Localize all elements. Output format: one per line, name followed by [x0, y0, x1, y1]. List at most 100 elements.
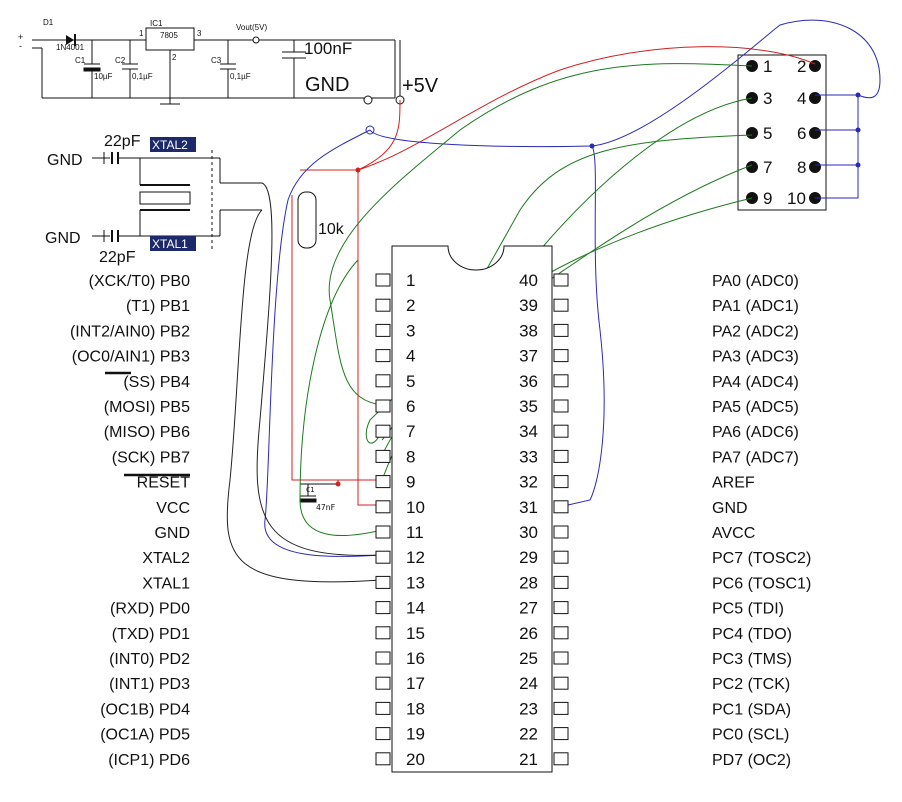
chip-left-pin-pad	[375, 374, 391, 388]
chip-left-pin-number: 15	[406, 624, 425, 643]
isp-header-pin-number: 3	[763, 89, 772, 108]
chip-left-pin-pad	[375, 727, 391, 741]
chip-right-signal-label: PC3 (TMS)	[712, 651, 792, 668]
chip-right-pin-pad	[553, 525, 569, 539]
diode-part-label: 1N4001	[56, 43, 85, 52]
chip-left-pin-number: 16	[406, 649, 425, 668]
chip-left-pin-pad	[375, 651, 391, 665]
diode-d1	[66, 34, 76, 46]
chip-right-signal-label: PD7 (OC2)	[712, 752, 791, 769]
chip-left-pin-number: 18	[406, 699, 425, 718]
chip-left-pin-pad	[375, 500, 391, 514]
wire-red-5v-to-header	[357, 46, 816, 171]
wire-green-gnd	[299, 259, 383, 537]
chip-left-pin-pad	[375, 298, 391, 312]
ic1-ref-label: IC1	[150, 19, 163, 28]
chip-left-pin-pad	[375, 676, 391, 690]
chip-right-signal-label: PC0 (SCL)	[712, 727, 789, 744]
isp-header-pin-number: 8	[797, 158, 806, 177]
chip-left-signal-label: (INT1) PD3	[109, 676, 190, 693]
chip-left-pin-number: 1	[406, 271, 415, 290]
crystal-section	[92, 150, 262, 250]
chip-right-pin-number: 34	[519, 422, 538, 441]
chip-right-signal-label: AREF	[712, 475, 755, 492]
chip-left-signal-label: XTAL2	[142, 550, 190, 567]
cap-100nf-label: 100nF	[304, 39, 352, 58]
chip-left-pin-pad	[375, 601, 391, 615]
chip-left-pin-number: 12	[406, 548, 425, 567]
chip-right-pin-number: 35	[519, 397, 538, 416]
chip-right-pin-number: 23	[519, 699, 538, 718]
chip-right-pin-number: 40	[519, 271, 538, 290]
chip-right-pin-pad	[553, 676, 569, 690]
isp-header-pin-number: 7	[763, 158, 772, 177]
chip-right-signal-label: PA7 (ADC7)	[712, 449, 799, 466]
chip-left-pin-number: 6	[406, 397, 415, 416]
chip-left-pin-pad	[375, 323, 391, 337]
isp-header-pin-number: 10	[787, 189, 806, 208]
chip-left-signal-label: (OC1A) PD5	[100, 727, 190, 744]
chip-left-pin-pad	[375, 399, 391, 413]
chip-left-signal-label: VCC	[156, 500, 190, 517]
chip-left-pin-pad	[375, 752, 391, 766]
chip-left-pin-pad	[375, 550, 391, 564]
chip-right-pin-pad	[553, 349, 569, 363]
chip-right-pin-pad	[553, 752, 569, 766]
chip-left-pin-number: 10	[406, 498, 425, 517]
isp-header-pin-dot	[809, 92, 821, 104]
c1-ref-label: C1	[75, 56, 86, 65]
chip-left-signal-label: (SS) PB4	[123, 374, 190, 391]
chip-right-signal-label: PA0 (ADC0)	[712, 273, 799, 290]
chip-right-signal-label: PA6 (ADC6)	[712, 424, 799, 441]
xtal-cap-top-label: 22pF	[104, 133, 141, 150]
chip-left-signal-label: XTAL1	[142, 575, 190, 592]
chip-left-pin-pad	[375, 626, 391, 640]
chip-left-signal-label: (TXD) PD1	[112, 626, 190, 643]
chip-left-pin-number: 8	[406, 447, 415, 466]
chip-left-signal-label: (INT0) PD2	[109, 651, 190, 668]
c3-ref-label: C3	[211, 56, 222, 65]
chip-left-pin-pad	[375, 349, 391, 363]
wire-red-5v-down	[357, 170, 382, 506]
wire-black-xtal2	[256, 182, 383, 556]
chip-left-pin-number: 2	[406, 296, 415, 315]
chip-right-signal-label: PC5 (TDI)	[712, 601, 784, 618]
chip-left-pin-pad	[375, 475, 391, 489]
minus-terminal-label: -	[19, 41, 22, 51]
chip-left-signal-label: (SCK) PB7	[112, 449, 190, 466]
reset-resistor-label: 10k	[318, 221, 345, 238]
chip-right-pin-pad	[553, 399, 569, 413]
isp-header-pin-number: 6	[797, 124, 806, 143]
chip-left-pin-number: 3	[406, 321, 415, 340]
xtal1-tag: XTAL1	[150, 236, 196, 251]
vout-label: Vout(5V)	[236, 23, 267, 32]
c2-ref-label: C2	[115, 56, 126, 65]
plus-terminal-label: +	[18, 32, 23, 42]
wire-blue-header-gnd	[567, 145, 605, 506]
gnd-terminal-label: GND	[305, 74, 349, 96]
chip-right-pin-pad	[553, 626, 569, 640]
isp-header-pin-number: 1	[763, 57, 772, 76]
chip-right-pin-pad	[553, 475, 569, 489]
chip-left-signal-label: (OC0/AIN1) PB3	[72, 349, 190, 366]
chip-left-pin-pad	[375, 273, 391, 287]
diode-ref-label: D1	[43, 18, 54, 27]
isp-header-pin-number: 9	[763, 189, 772, 208]
chip-left-signal-label: RESET	[137, 475, 191, 492]
chip-right-signal-label: PA3 (ADC3)	[712, 349, 799, 366]
chip-left-pin-number: 11	[406, 523, 424, 542]
mcu-right-pin-labels: PA0 (ADC0)PA1 (ADC1)PA2 (ADC2)PA3 (ADC3)…	[712, 273, 811, 769]
chip-right-pin-pad	[553, 701, 569, 715]
regulator-section	[32, 27, 405, 105]
chip-left-pin-number: 4	[406, 347, 415, 366]
chip-right-pin-number: 33	[519, 447, 538, 466]
chip-left-signal-label: (ICP1) PD6	[108, 752, 190, 769]
wire-green-mosi	[328, 63, 753, 406]
chip-left-pin-number: 9	[406, 473, 415, 492]
chip-left-signal-label: (MISO) PB6	[104, 424, 190, 441]
isp-header-pin-dot	[809, 127, 821, 139]
chip-right-signal-label: PA4 (ADC4)	[712, 374, 799, 391]
chip-right-pin-number: 31	[519, 498, 538, 517]
chip-right-pin-number: 32	[519, 473, 538, 492]
